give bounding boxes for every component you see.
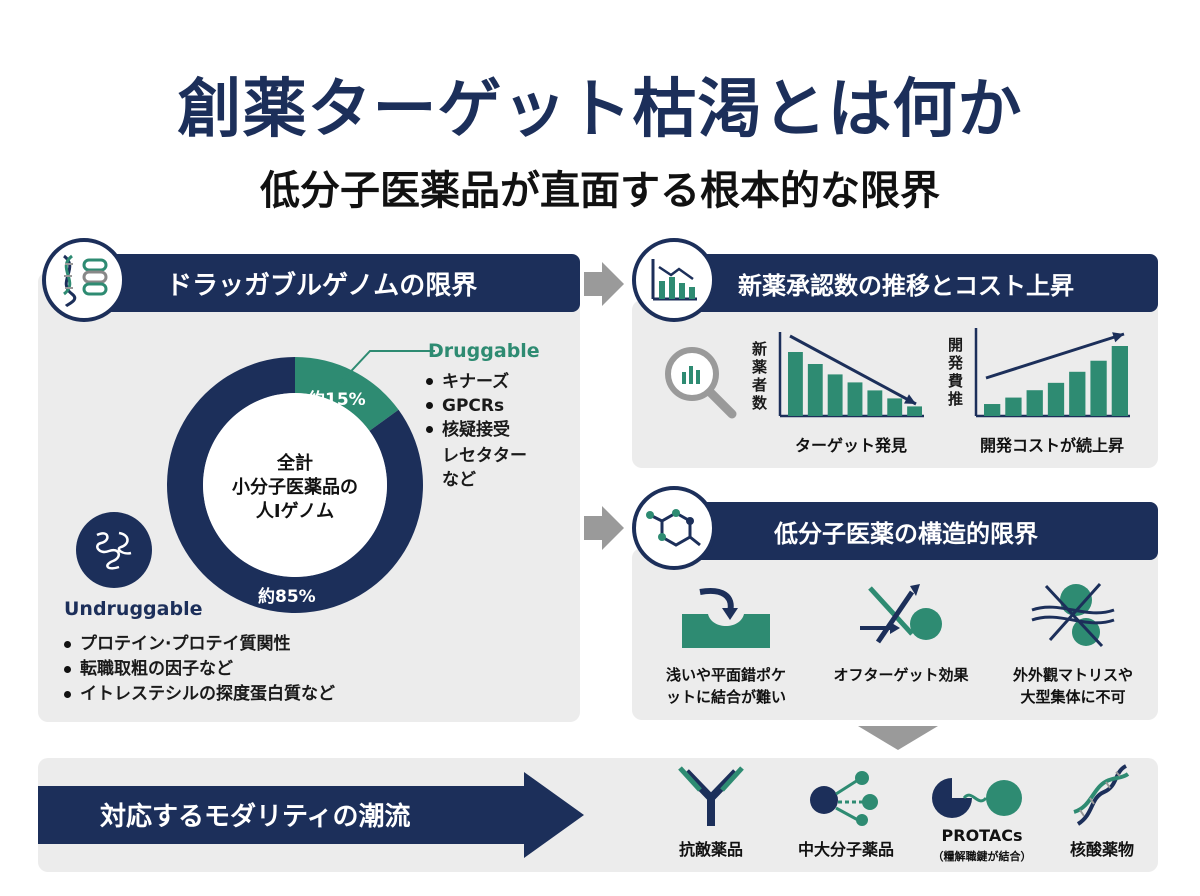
large-complex-icon xyxy=(1030,580,1116,656)
chart-bar xyxy=(867,390,883,416)
list-item: プロテイン·プロテイ質関性 xyxy=(62,632,335,657)
trend-header: 新薬承認数の推移とコスト上昇 xyxy=(676,254,1158,312)
arrow-right-icon xyxy=(584,506,624,550)
list-item: イトレステシルの探度蛋白質など xyxy=(62,682,335,707)
modality-sublabel: （糧解職鍵が結合） xyxy=(932,850,1032,863)
magnifier-chart-icon xyxy=(662,344,738,424)
antibody-icon xyxy=(676,766,746,832)
druggable-callout-line xyxy=(339,350,435,384)
page-title: 創薬ターゲット枯渇とは何か xyxy=(177,73,1023,147)
chart-bar xyxy=(1005,397,1022,416)
bar-chart-icon xyxy=(632,238,716,322)
trend-arrow xyxy=(985,332,1125,380)
chart-bar xyxy=(827,374,843,416)
structure-item-line: ットに結合が難い xyxy=(665,688,786,706)
list-item: 転職取粗の因子など xyxy=(62,657,335,682)
structure-item-line: 外外觀マトリスや xyxy=(1012,666,1133,684)
list-item: など xyxy=(442,470,476,490)
donut-center-line: 全計 xyxy=(277,453,313,474)
druggable-title: Druggable xyxy=(428,340,540,362)
undruggable-slice-label: 約85% xyxy=(258,587,316,607)
undruggable-list: プロテイン·プロテイ質関性 転職取粗の因子など イトレステシルの探度蛋白質など xyxy=(62,632,335,707)
chart-bar xyxy=(1111,346,1128,416)
modality-label: 核酸薬物 xyxy=(1069,840,1134,859)
dev-cost-rise-chart xyxy=(974,328,1130,418)
structure-item-line: 大型集体に不可 xyxy=(1020,688,1126,706)
chart-bar xyxy=(1069,371,1086,416)
druggable-list-continuation: レセタター など xyxy=(442,444,527,492)
off-target-icon xyxy=(856,582,948,656)
chart-bar xyxy=(807,364,823,416)
structure-item-line: 浅いや平面錯ポケ xyxy=(665,666,786,684)
arrow-down-icon xyxy=(858,726,938,750)
donut-center-line: 小分子医薬品の xyxy=(232,477,358,498)
structure-header: 低分子医薬の構造的限界 xyxy=(676,502,1158,560)
structure-item-label: 外外觀マトリスや 大型集体に不可 xyxy=(990,664,1156,708)
trend-arrow xyxy=(789,334,917,406)
list-item: レセタター xyxy=(442,446,527,466)
genome-header: ドラッガブルゲノムの限界 xyxy=(84,254,580,312)
dna-icon xyxy=(1070,764,1132,834)
trend-arrowhead xyxy=(904,394,916,404)
druggable-donut-chart xyxy=(167,357,423,613)
list-item: 核疑接受 xyxy=(424,418,510,442)
right-chart-caption: 開発コストが続上昇 xyxy=(979,436,1124,455)
chart-bar xyxy=(1090,360,1107,416)
molecule-icon xyxy=(632,486,716,570)
page-subtitle: 低分子医薬品が直面する根本的な限界 xyxy=(260,168,940,214)
chart-bar xyxy=(984,404,1001,416)
modality-label: PROTACs xyxy=(941,826,1023,845)
chart-bar xyxy=(887,398,903,416)
arrow-right-icon xyxy=(584,262,624,306)
modality-banner-arrow xyxy=(38,772,584,858)
protac-icon xyxy=(928,774,1024,826)
donut-slice xyxy=(295,357,399,431)
druggable-list: キナーズ GPCRs 核疑接受 xyxy=(424,370,510,442)
chart-bar xyxy=(788,352,803,416)
right-chart-vertical-label: 開発費推 xyxy=(948,336,964,408)
new-drug-decline-chart xyxy=(778,332,924,418)
chart-bar xyxy=(1047,382,1065,416)
chart-bar xyxy=(907,406,922,416)
structure-header-text: 低分子医薬の構造的限界 xyxy=(774,519,1038,548)
modality-banner-text: 対応するモダリティの潮流 xyxy=(100,802,411,832)
genome-header-text: ドラッガブルゲノムの限界 xyxy=(166,270,478,301)
shallow-pocket-icon xyxy=(678,586,774,656)
structure-item-label: 浅いや平面錯ポケ ットに結合が難い xyxy=(640,664,812,708)
list-item: キナーズ xyxy=(424,370,510,394)
protein-icon xyxy=(76,512,152,588)
list-item: GPCRs xyxy=(424,394,510,418)
undruggable-title: Undruggable xyxy=(64,598,203,620)
donut-center-text: 全計 小分子医薬品の 人Iゲノム xyxy=(200,452,390,524)
chart-bar xyxy=(847,382,863,416)
donut-hole xyxy=(203,393,387,577)
trend-arrowhead xyxy=(1112,332,1124,343)
structure-item-label: オフターゲット効果 xyxy=(816,664,986,686)
left-chart-caption: ターゲット発見 xyxy=(794,436,907,455)
structure-item-line: オフターゲット効果 xyxy=(833,666,969,684)
left-chart-vertical-label: 新薬者数 xyxy=(752,340,768,412)
trend-header-text: 新薬承認数の推移とコスト上昇 xyxy=(738,271,1074,300)
mid-molecule-icon xyxy=(806,770,888,830)
donut-center-line: 人Iゲノム xyxy=(255,501,335,522)
modality-label: 抗敵薬品 xyxy=(678,840,743,859)
dna-protein-icon xyxy=(42,238,126,322)
chart-bar xyxy=(1026,390,1043,416)
modality-label: 中大分子薬品 xyxy=(797,840,894,859)
druggable-slice-label: 約15% xyxy=(308,390,366,410)
